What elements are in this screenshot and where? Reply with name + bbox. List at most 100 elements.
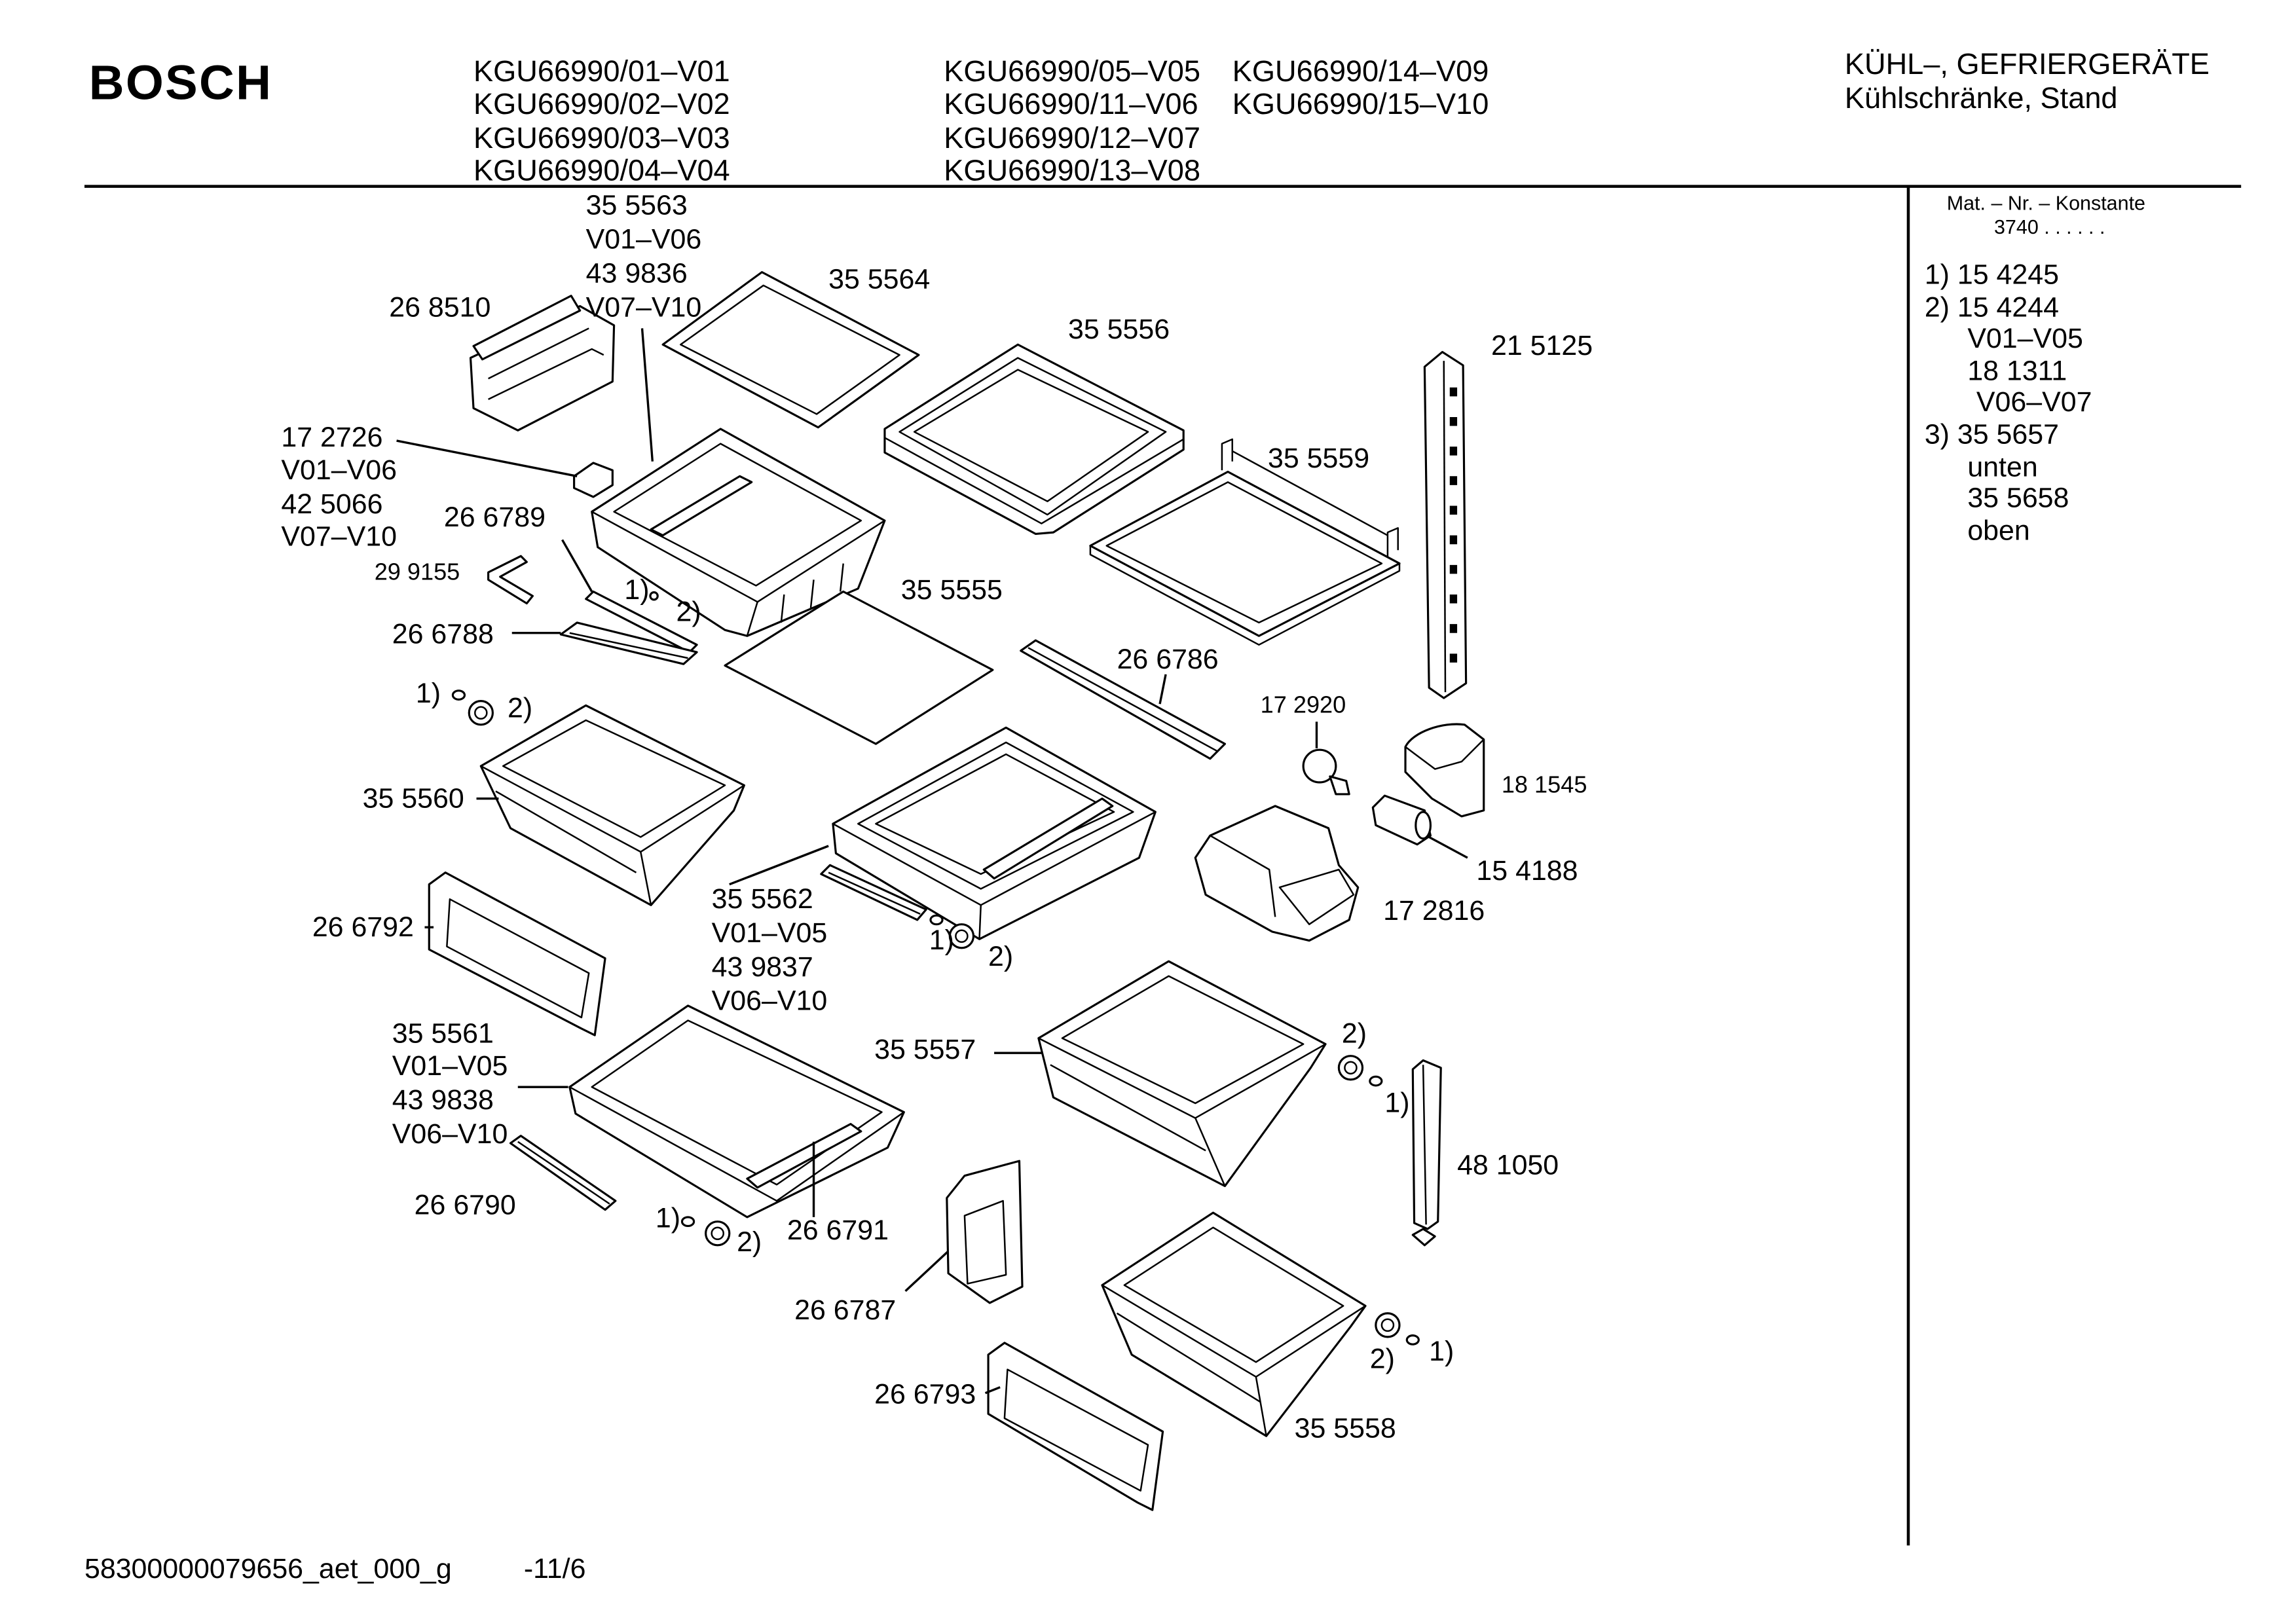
knob-icon (1375, 1312, 1401, 1338)
variant-label: V01–V06 (281, 454, 397, 486)
crisper-divider (650, 475, 753, 537)
part-number-label: 42 5066 (281, 488, 382, 520)
part-26-6789 (585, 590, 698, 653)
part-number-label: 35 5564 (828, 263, 930, 295)
drawer-corner (640, 851, 652, 906)
glass-plate (724, 590, 994, 745)
trim-strip (585, 590, 698, 653)
note-marker: 2) (1342, 1017, 1367, 1049)
shelf-outline (883, 343, 1185, 535)
part-number-label: 18 1545 (1502, 771, 1587, 798)
panel-window (963, 1200, 1007, 1285)
crisper-rib (780, 594, 785, 623)
part-number-label: 35 5556 (1068, 314, 1170, 345)
part-29-9155 (487, 555, 534, 605)
part-number-label: 29 9155 (375, 558, 460, 585)
shelf-glass (913, 369, 1149, 502)
screw-icon (929, 914, 944, 926)
side-panel (946, 1160, 1024, 1304)
part-number-label: 35 5562 (712, 883, 813, 915)
note-marker: 1) (929, 925, 954, 956)
part-35-5561 (568, 1004, 905, 1218)
shelf-rim (898, 357, 1167, 516)
part-number-label: 35 5559 (1268, 443, 1369, 474)
screw-icon (1405, 1334, 1420, 1346)
drawer-inner-rim (502, 719, 726, 838)
panel-window (446, 898, 590, 1019)
model-number: KGU66990/01–V01 (473, 54, 730, 88)
part-26-6790 (509, 1135, 617, 1211)
part-number-label: 35 5561 (392, 1017, 494, 1049)
crisper-rib (839, 563, 844, 592)
model-number: KGU66990/12–V07 (944, 121, 1200, 155)
drawer-face-line (495, 790, 637, 873)
part-17-2920 (1302, 748, 1350, 796)
drawer-face-line (1116, 1312, 1261, 1403)
socket-end (1415, 811, 1432, 840)
cover-handle (982, 797, 1114, 880)
part-35-5562 (832, 726, 1157, 940)
part-number-label: 35 5555 (901, 574, 1003, 606)
part-35-5560 (479, 704, 745, 906)
knob-center (474, 706, 488, 720)
knob-icon (468, 700, 494, 726)
drawer-body (1101, 1211, 1367, 1437)
cover-frame (857, 741, 1134, 890)
part-number-label: 21 5125 (1491, 330, 1593, 361)
housing-edge (1210, 835, 1276, 917)
note-marker: 1) (624, 574, 649, 606)
trim-strip (559, 621, 698, 665)
part-number-label: 43 9836 (586, 257, 688, 289)
part-number-label: 26 6787 (794, 1294, 896, 1326)
part-number-label: 17 2920 (1261, 691, 1346, 718)
variant-label: V06–V10 (392, 1118, 508, 1150)
part-number-label: 35 5557 (874, 1034, 976, 1065)
model-number: KGU66990/14–V09 (1232, 54, 1489, 88)
page-number: -11/6 (524, 1553, 586, 1585)
model-number: KGU66990/11–V06 (944, 87, 1198, 120)
note-marker: 2) (737, 1226, 762, 1258)
note-marker: 1) (656, 1203, 680, 1234)
screw-icon (451, 689, 466, 701)
shelf-back-bar (1232, 450, 1388, 536)
variant-label: V01–V06 (586, 223, 702, 255)
shelf-frame-inner (680, 284, 900, 415)
cover-frame (591, 1019, 883, 1186)
drawer-corner (1255, 1376, 1267, 1437)
part-17-2726 (573, 462, 614, 498)
drawer-inner-rim (1123, 1226, 1344, 1363)
drawer-front-panel (428, 871, 606, 1036)
brand-logo: BOSCH (89, 55, 272, 109)
knob-center (1380, 1318, 1395, 1332)
variant-label: V01–V05 (392, 1050, 508, 1082)
part-number-label: 35 5560 (363, 782, 464, 814)
model-number: KGU66990/04–V04 (473, 154, 730, 187)
cover-corner (978, 905, 982, 940)
part-number-label: 26 6788 (392, 619, 494, 650)
document-id: 58300000079656_aet_000_g (84, 1553, 452, 1585)
knob-center (711, 1226, 724, 1241)
leader-line (561, 539, 593, 593)
shelf-hook (1221, 438, 1233, 471)
screw-icon (680, 1216, 695, 1228)
note-marker: 2) (988, 941, 1013, 972)
lamp-cover (1404, 723, 1485, 818)
model-number: KGU66990/05–V05 (944, 54, 1200, 88)
part-48-1050 (1411, 1059, 1442, 1247)
part-15-4188 (1371, 794, 1432, 846)
leader-line (1428, 835, 1468, 859)
part-number-label: 26 6786 (1117, 644, 1219, 675)
crisper-corner (746, 601, 758, 636)
part-35-5559 (1089, 438, 1401, 646)
part-21-5125 (1423, 350, 1468, 699)
part-number-label: 26 6792 (312, 911, 414, 943)
screw-icon (649, 591, 659, 601)
exploded-view (396, 271, 1485, 1511)
note-line: 1) 15 4245 (1925, 259, 2059, 291)
part-26-6792 (428, 871, 606, 1036)
strip-edge (1422, 1065, 1427, 1225)
model-number: KGU66990/02–V02 (473, 87, 730, 120)
note-line: 2) 15 4244 (1925, 291, 2059, 323)
note-line: unten (1967, 451, 2037, 483)
